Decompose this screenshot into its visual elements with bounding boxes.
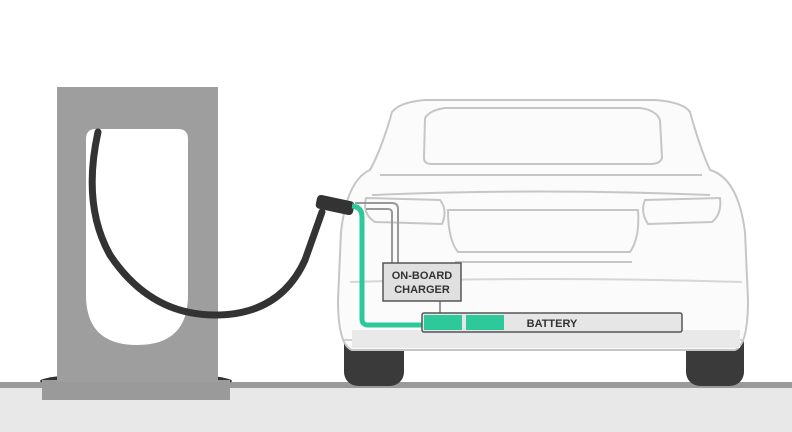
charger-label-line2: CHARGER (394, 284, 450, 296)
charging-cable-icon (88, 128, 326, 319)
battery-pack: BATTERY (421, 312, 683, 333)
battery-cell-2 (466, 315, 504, 330)
charger-wire-loop (355, 202, 399, 264)
power-path (351, 203, 424, 328)
battery-label: BATTERY (527, 318, 578, 330)
battery-cell-1 (424, 315, 462, 330)
charging-plug-icon (315, 194, 355, 216)
supercharger-station-icon (40, 87, 232, 400)
charger-label-line1: ON-BOARD (392, 270, 453, 282)
car-rear-icon (336, 99, 750, 386)
onboard-charger-box: ON-BOARD CHARGER (382, 262, 462, 302)
